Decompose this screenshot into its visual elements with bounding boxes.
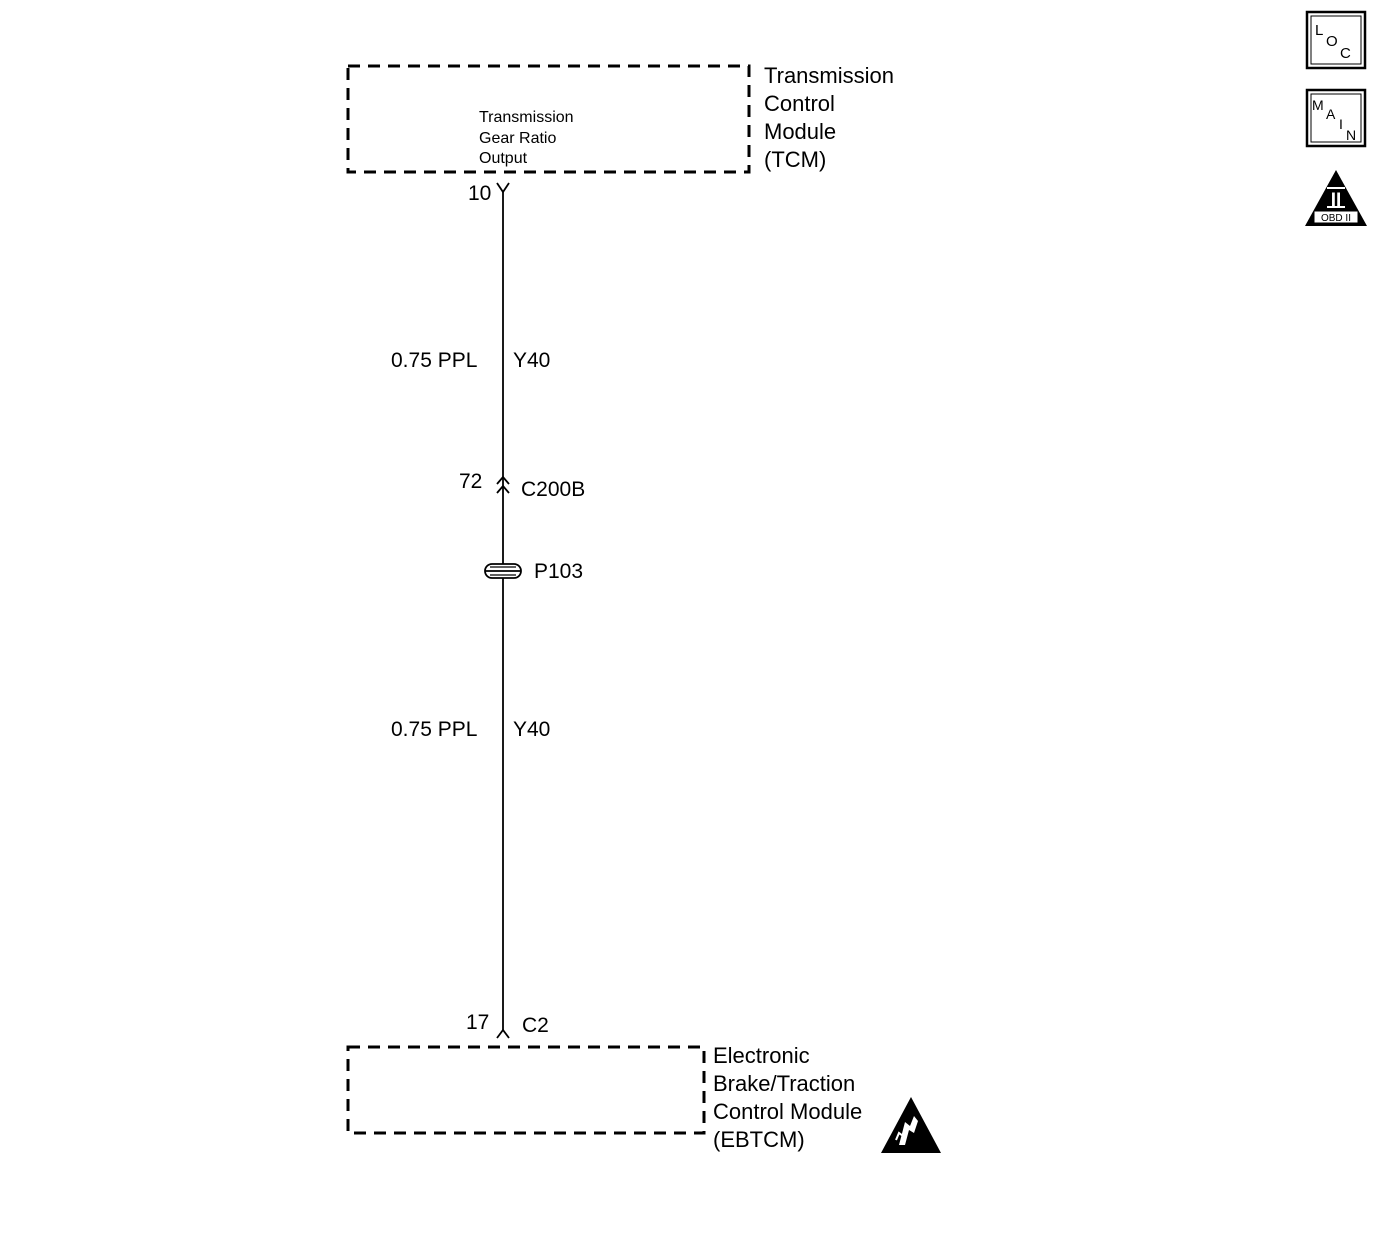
loc-icon[interactable]: L O C — [1305, 10, 1367, 70]
c200b-connector-symbol — [496, 475, 510, 494]
ebtcm-name-line-2: Brake/Traction — [713, 1071, 855, 1096]
tcm-internal-line-3: Output — [479, 150, 528, 167]
tcm-name-line-3: Module — [764, 119, 836, 144]
obd-label: OBD II — [1321, 213, 1351, 224]
ebtcm-pin-number: 17 — [466, 1011, 489, 1034]
tcm-module: Transmission Gear Ratio Output Transmiss… — [346, 63, 894, 174]
tcm-box — [346, 64, 751, 174]
main-letter-1: M — [1312, 97, 1324, 113]
ebtcm-box — [346, 1045, 706, 1135]
ebtcm-name-line-3: Control Module — [713, 1099, 862, 1124]
p103-splice-symbol — [484, 563, 522, 579]
esd-sensitive-icon — [881, 1097, 941, 1153]
loc-letter-2: O — [1326, 33, 1338, 50]
obd-ii-icon[interactable]: II OBD II — [1305, 170, 1367, 226]
tcm-internal-line-2: Gear Ratio — [479, 130, 556, 147]
loc-letter-1: L — [1315, 22, 1323, 39]
tcm-pin-connector — [496, 182, 510, 194]
lower-wire-gauge-color: 0.75 PPL — [391, 718, 477, 741]
upper-wire-circuit: Y40 — [513, 349, 550, 372]
tcm-name-line-2: Control — [764, 91, 835, 116]
c200b-pin-number: 72 — [459, 470, 482, 493]
main-letter-3: I — [1339, 116, 1343, 132]
p103-splice-name: P103 — [534, 560, 583, 583]
main-letter-2: A — [1326, 106, 1336, 122]
ebtcm-name-line-1: Electronic — [713, 1043, 810, 1068]
obd-roman-numeral: II — [1331, 190, 1342, 211]
ebtcm-name-line-4: (EBTCM) — [713, 1127, 805, 1152]
tcm-name-line-1: Transmission — [764, 63, 894, 88]
lower-wire-circuit: Y40 — [513, 718, 550, 741]
tcm-internal-line-1: Transmission — [479, 109, 574, 126]
ebtcm-pin-connector — [496, 1028, 510, 1039]
main-icon[interactable]: M A I N — [1305, 88, 1367, 148]
ebtcm-connector-name: C2 — [522, 1014, 549, 1037]
tcm-name-line-4: (TCM) — [764, 147, 826, 172]
main-letter-4: N — [1346, 127, 1356, 143]
loc-letter-3: C — [1340, 45, 1351, 62]
upper-wire-gauge-color: 0.75 PPL — [391, 349, 477, 372]
tcm-pin-number: 10 — [468, 182, 491, 205]
ebtcm-module: Electronic Brake/Traction Control Module… — [346, 1043, 862, 1152]
c200b-connector-name: C200B — [521, 478, 585, 501]
